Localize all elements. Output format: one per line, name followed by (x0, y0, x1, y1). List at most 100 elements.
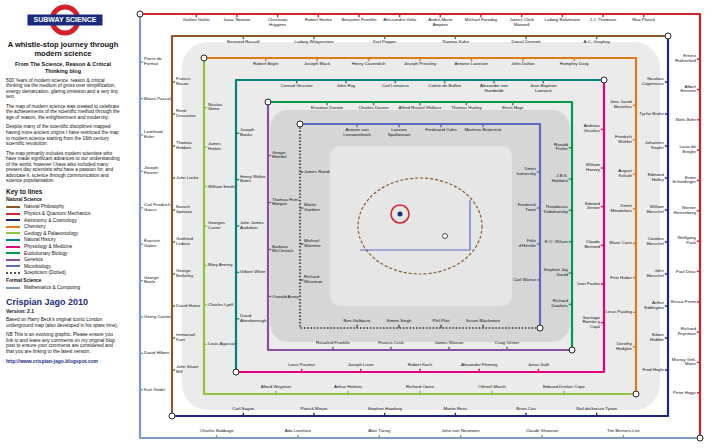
station-tick (601, 283, 604, 284)
station-name: Brian Cox (504, 407, 548, 412)
roundel: SUBWAY SCIENCE (8, 4, 122, 36)
map-line (236, 80, 604, 372)
station-tick (358, 14, 359, 17)
station-tick (665, 81, 668, 82)
station-tick (455, 36, 456, 39)
station-name: John Ray (324, 84, 368, 89)
station-name: Galileo Galilei (178, 18, 216, 23)
station-name: Erasmus Darwin (306, 106, 349, 111)
station-tick (368, 58, 369, 61)
station-tick (140, 316, 143, 317)
station-name: Charles Lyell (208, 302, 235, 307)
station-name: Antonie van Leeuwenhoek (338, 128, 377, 138)
station-tick (633, 346, 636, 347)
station-name: Oswald Avery (272, 294, 299, 299)
station-tick (268, 249, 271, 250)
station-tick (265, 58, 266, 61)
station-tick (316, 58, 317, 61)
station-tick (172, 145, 175, 146)
station-name: John Locke (176, 176, 203, 181)
station-name: Barbara McClintock (272, 245, 299, 255)
station-tick (697, 58, 700, 59)
legend-text: Natural History (24, 237, 56, 242)
panel-text: Key to lines (6, 188, 120, 196)
station-tick (268, 155, 271, 156)
decoration (391, 205, 409, 223)
station-tick (665, 273, 668, 274)
station-name: Johannes Kepler (637, 141, 664, 151)
station-name: John James Audubon (240, 221, 267, 231)
station-name: Joseph Banks (240, 128, 267, 138)
map-line (268, 102, 572, 350)
station-name: Martin Rees (433, 407, 477, 412)
station-name: Louis Pasteur (280, 363, 324, 368)
station-tick (373, 102, 374, 105)
station-name: Edwin Hubble (637, 333, 664, 343)
legend-row: Natural History (6, 237, 120, 244)
station-name: Joseph Black (295, 62, 339, 67)
interchange-circle (665, 33, 671, 39)
legend-swatch (6, 272, 20, 274)
legend-text: Astronomy & Cosmology (24, 218, 77, 223)
station-tick (277, 14, 278, 17)
station-tick (697, 89, 700, 90)
panel-text: From The Science, Reason & Critical Thin… (6, 61, 120, 74)
station-name: Frederick Twort (509, 203, 536, 213)
station-name: Bertrand Russell (221, 40, 265, 45)
station-tick (633, 105, 636, 106)
station-tick (665, 177, 668, 178)
station-name: Friedrich Wöhler (605, 135, 632, 145)
station-name: Enrico Fermi (669, 299, 696, 304)
station-name: Paul Dirac (669, 269, 696, 274)
panel-text: Version: 2.1 (6, 308, 120, 315)
interchange-circle (537, 325, 543, 331)
station-tick (633, 243, 636, 244)
station-tick (196, 14, 197, 17)
legend-text: Genetics (24, 257, 43, 262)
station-name: Baruch Spinoza (176, 205, 203, 215)
station-name: Carl Linnaeus (373, 84, 417, 89)
station-name: Martinus Beijerinck (464, 128, 503, 133)
station-name: Albert Einstein (669, 85, 696, 95)
station-tick (448, 347, 449, 350)
station-name: Dorothy Hodgkin (605, 342, 632, 352)
station-name: Patrick Moore (292, 407, 336, 412)
station-name: Ada Lovelace (276, 429, 320, 434)
station-tick (697, 331, 700, 332)
station-name: Gregor Mendel (272, 151, 299, 161)
station-name: Henry Walter Bates (240, 175, 267, 185)
station-tick (512, 102, 513, 105)
legend-row: Evolutionary Biology (6, 250, 120, 257)
station-name: Ernest Rutherford (669, 54, 696, 64)
station-tick (243, 413, 244, 416)
station-name: Ernst Mayr (491, 106, 534, 111)
side-panel (0, 0, 127, 448)
station-name: Niels Bohr (669, 117, 696, 122)
station-name: William Herschel (637, 205, 664, 215)
station-tick (562, 14, 563, 17)
legend-text: Physiology & Medicine (24, 244, 72, 249)
station-tick (569, 272, 572, 273)
station-name: Jöns Jacob Berzelius (605, 101, 632, 111)
legend-text: Scepticism (Dotted) (24, 270, 66, 275)
station-name: Humphry Davy (552, 62, 596, 67)
station-name: Benjamin Franklin (340, 18, 378, 23)
info-panel: A whistle-stop journey through modern sc… (6, 40, 120, 364)
decoration (443, 234, 448, 239)
station-tick (444, 80, 445, 83)
station-tick (275, 391, 276, 394)
interchange-circle (569, 347, 575, 353)
station-name: Thomas Hobbes (176, 141, 203, 151)
station-tick (697, 119, 700, 120)
station-name: Claude Bernard (573, 241, 600, 251)
legend-row: Scepticism (Dotted) (6, 270, 120, 277)
panel-text: http://www.crispian-jago.blogspot.com (6, 358, 120, 364)
interchange-circle (265, 99, 271, 105)
station-tick (521, 14, 522, 17)
station-name: Gilbert White (240, 270, 267, 275)
station-name: Alexander Fleming (457, 363, 501, 368)
station-tick (140, 280, 143, 281)
station-tick (345, 80, 346, 83)
station-tick (140, 98, 143, 99)
station-tick (440, 325, 441, 328)
